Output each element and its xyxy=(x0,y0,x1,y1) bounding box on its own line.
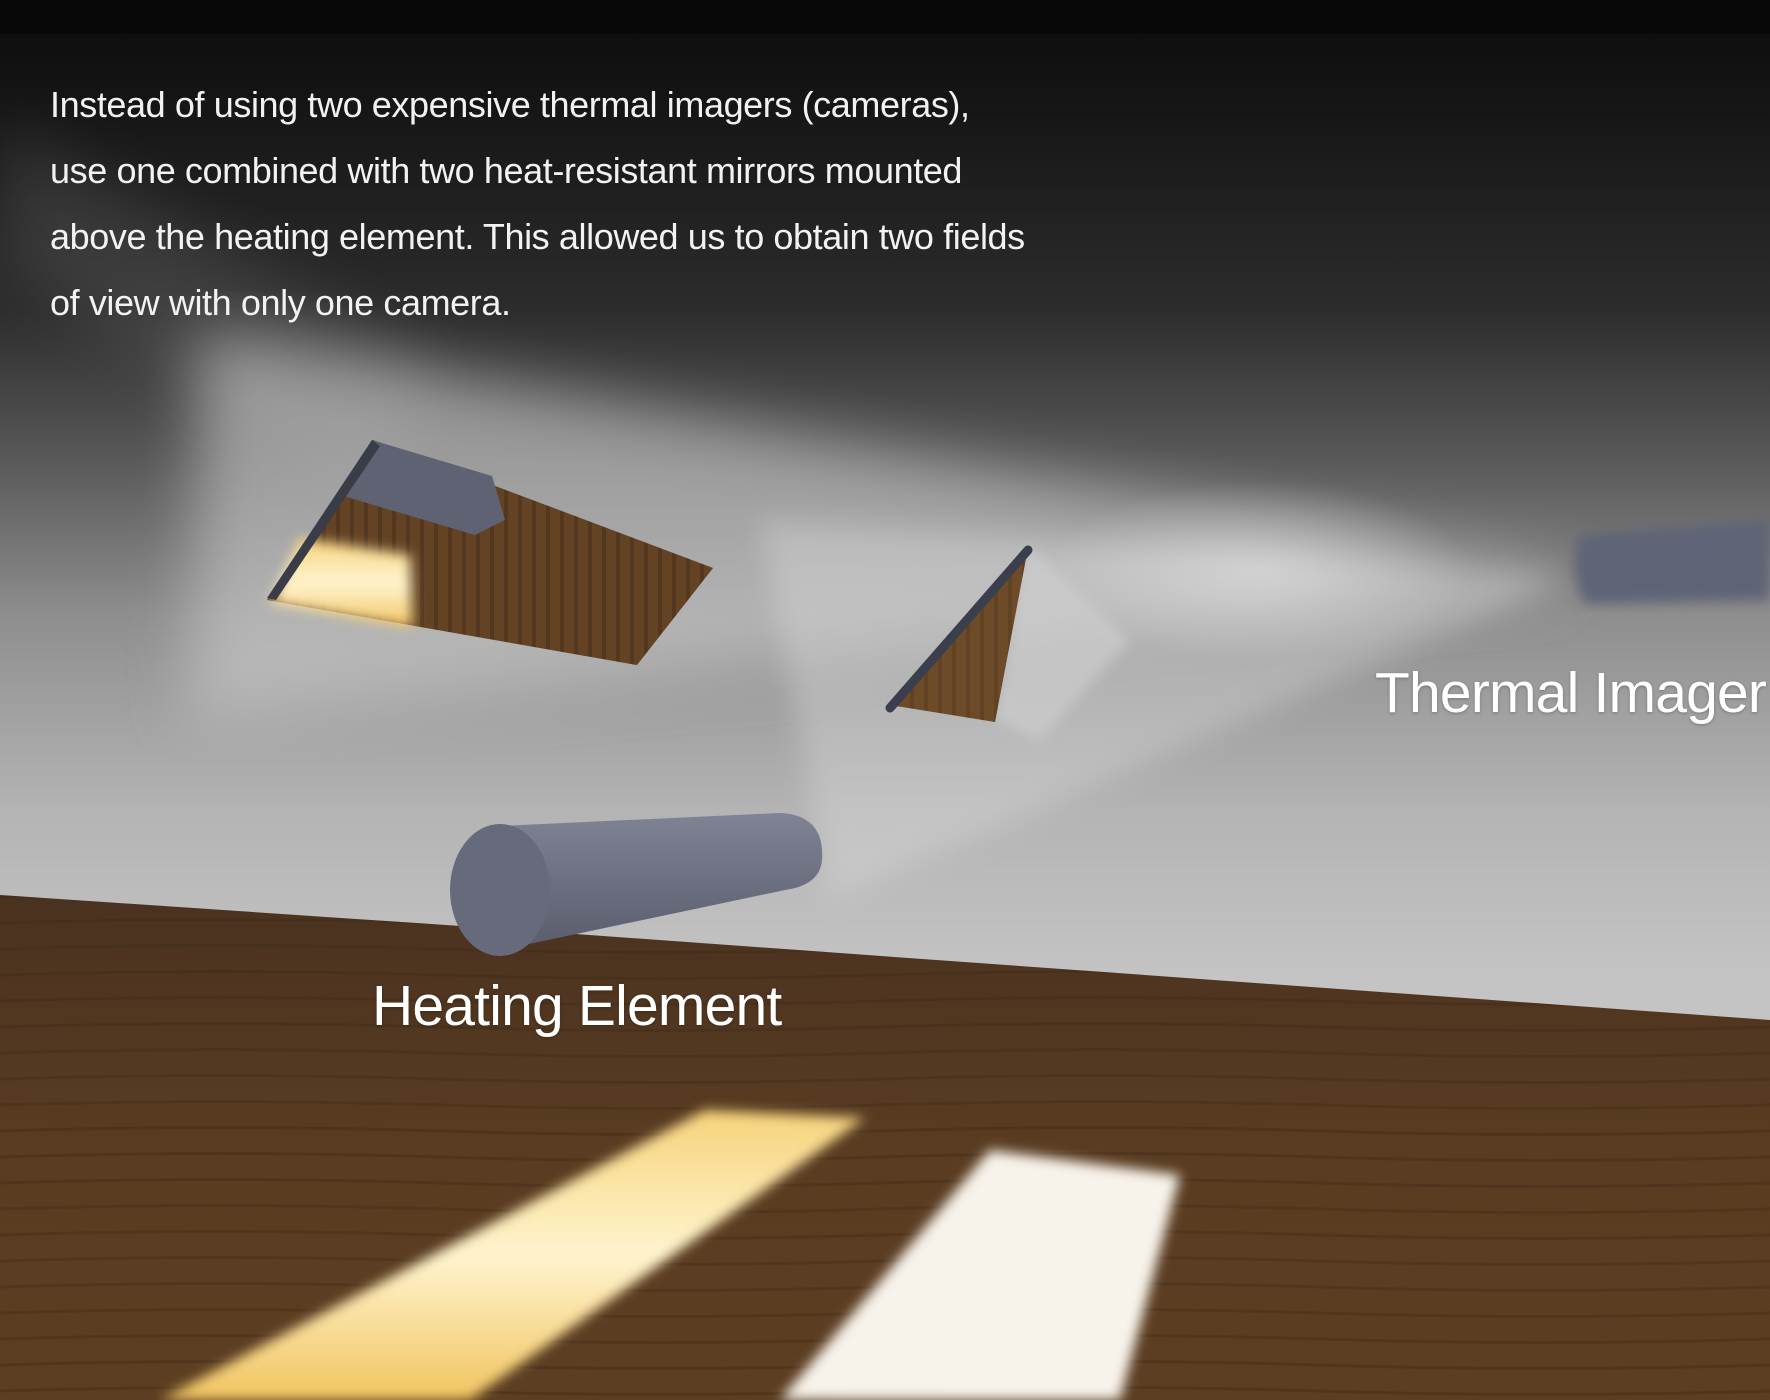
description-line: of view with only one camera. xyxy=(50,282,511,323)
floor-heat-reflection xyxy=(160,1110,1180,1400)
description-line: above the heating element. This allowed … xyxy=(50,216,1025,257)
thermal-imager-body xyxy=(1575,520,1770,604)
heating-element-body xyxy=(450,813,823,956)
heating-element-label: Heating Element xyxy=(372,974,782,1038)
description-text: Instead of using two expensive thermal i… xyxy=(50,72,1090,336)
left-mirror xyxy=(267,440,713,665)
description-line: Instead of using two expensive thermal i… xyxy=(50,84,970,125)
thermal-imager-label: Thermal Imager xyxy=(1375,661,1767,725)
right-mirror xyxy=(885,545,1130,740)
description-line: use one combined with two heat-resistant… xyxy=(50,150,963,191)
